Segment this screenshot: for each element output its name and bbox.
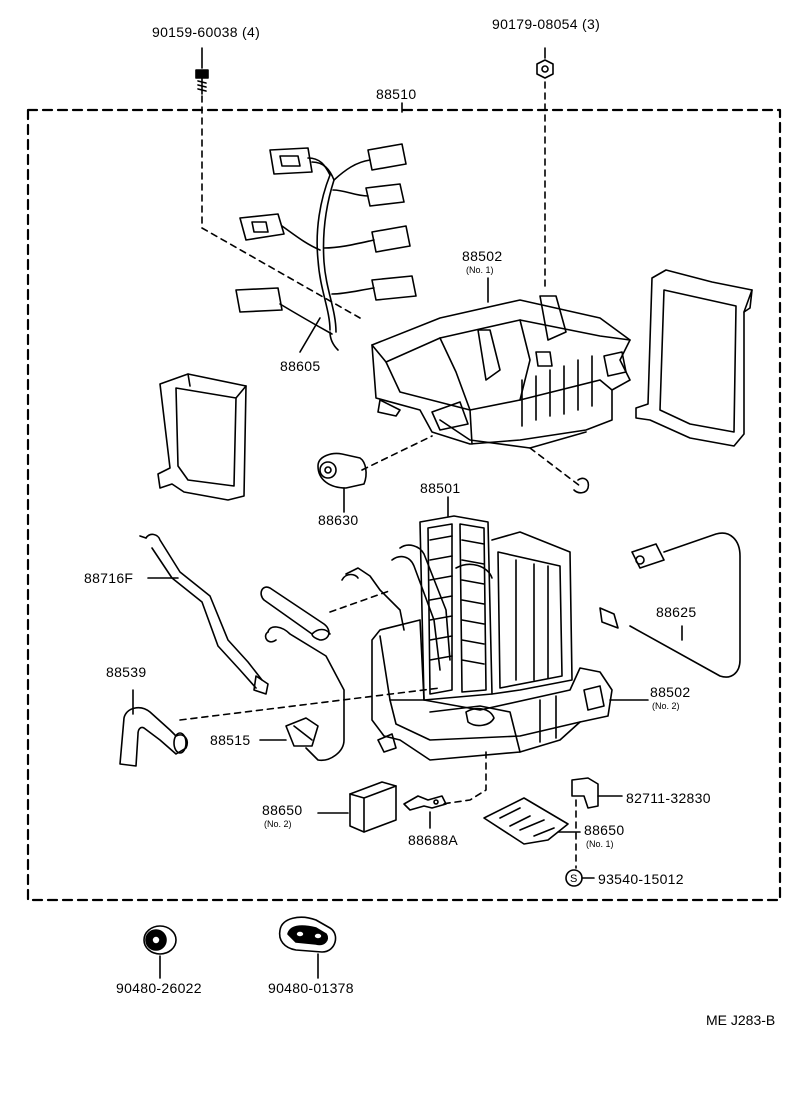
amplifier-1-label: 88650 — [584, 822, 625, 838]
liquid-tube-part — [139, 533, 269, 695]
amplifier-2-sublabel: (No. 2) — [264, 819, 292, 829]
case-no1-label: 88502 — [462, 248, 503, 264]
upper-case-part — [371, 295, 631, 449]
wire-2-part — [599, 532, 741, 678]
hose-label: 88539 — [106, 664, 147, 680]
grommet-2-label: 90480-01378 — [268, 980, 354, 996]
grommet-1-part — [143, 925, 177, 955]
assembly-border — [26, 108, 782, 902]
case-no2-sublabel: (No. 2) — [652, 701, 680, 711]
tube-label: 88716F — [84, 570, 134, 586]
left-seal-frame — [157, 373, 247, 501]
lower-case-part — [371, 619, 613, 761]
diagram-code: ME J283-B — [706, 1012, 776, 1028]
amplifier-1-part — [483, 797, 569, 845]
evaporator-part — [391, 515, 573, 701]
clip-part — [573, 477, 590, 494]
thermistor-label: 88630 — [318, 512, 359, 528]
wire-2-label: 88625 — [656, 604, 697, 620]
evaporator-label: 88501 — [420, 480, 461, 496]
nut-label: 90179-08054 (3) — [492, 16, 601, 32]
clamp-part — [403, 795, 447, 811]
nut-part — [536, 59, 554, 79]
amplifier-2-part — [349, 781, 397, 833]
case-no1-sublabel: (No. 1) — [466, 265, 494, 275]
grommet-1-label: 90480-26022 — [116, 980, 202, 996]
right-seal-frame — [635, 269, 753, 447]
unit-assy-label: 88510 — [376, 86, 417, 102]
grommet-2-part — [278, 916, 337, 953]
screw-symbol — [565, 869, 595, 887]
bracket-label: 82711-32830 — [626, 790, 711, 806]
valve-label: 88515 — [210, 732, 251, 748]
thermistor-part — [317, 452, 367, 489]
case-no2-label: 88502 — [650, 684, 691, 700]
cooler-tube-part — [260, 586, 345, 762]
drain-hose-part — [119, 706, 189, 767]
bracket-part — [571, 777, 599, 809]
amplifier-1-sublabel: (No. 1) — [586, 839, 614, 849]
screw-mark: S — [570, 873, 578, 885]
bolt-part — [195, 69, 209, 95]
clamp-label: 88688A — [408, 832, 459, 848]
wire-harness-part — [235, 143, 417, 351]
amplifier-2-label: 88650 — [262, 802, 303, 818]
bolt-label: 90159-60038 (4) — [152, 24, 261, 40]
screw-label: 93540-15012 — [598, 871, 684, 887]
wire-harness-label: 88605 — [280, 358, 321, 374]
